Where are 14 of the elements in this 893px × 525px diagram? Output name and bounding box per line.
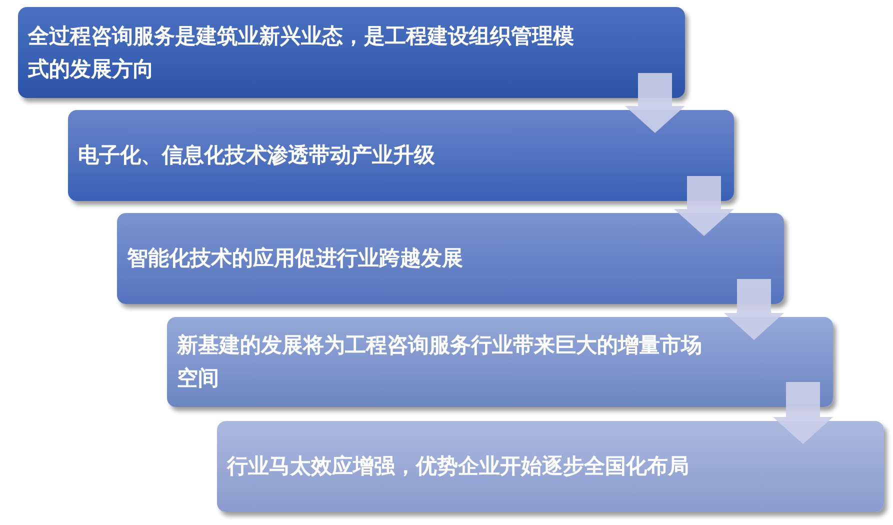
- step-text: 新基建的发展将为工程咨询服务行业带来巨大的增量市场空间: [177, 332, 703, 392]
- step-box: [68, 110, 734, 201]
- step-box: [18, 7, 685, 98]
- down-arrow: [625, 73, 685, 133]
- step-text: 行业马太效应增强，优势企业开始逐步全国化布局: [227, 453, 690, 480]
- down-arrow: [724, 279, 784, 340]
- down-arrow: [674, 176, 734, 236]
- step-box: [217, 421, 884, 512]
- step-text: 电子化、信息化技术渗透带动产业升级: [78, 142, 436, 169]
- step-box: [167, 317, 833, 407]
- step-text: 全过程咨询服务是建筑业新兴业态，是工程建设组织管理模式的发展方向: [28, 22, 575, 82]
- step-box: [117, 213, 784, 304]
- down-arrow: [773, 382, 833, 444]
- step-text: 智能化技术的应用促进行业跨越发展: [127, 245, 464, 272]
